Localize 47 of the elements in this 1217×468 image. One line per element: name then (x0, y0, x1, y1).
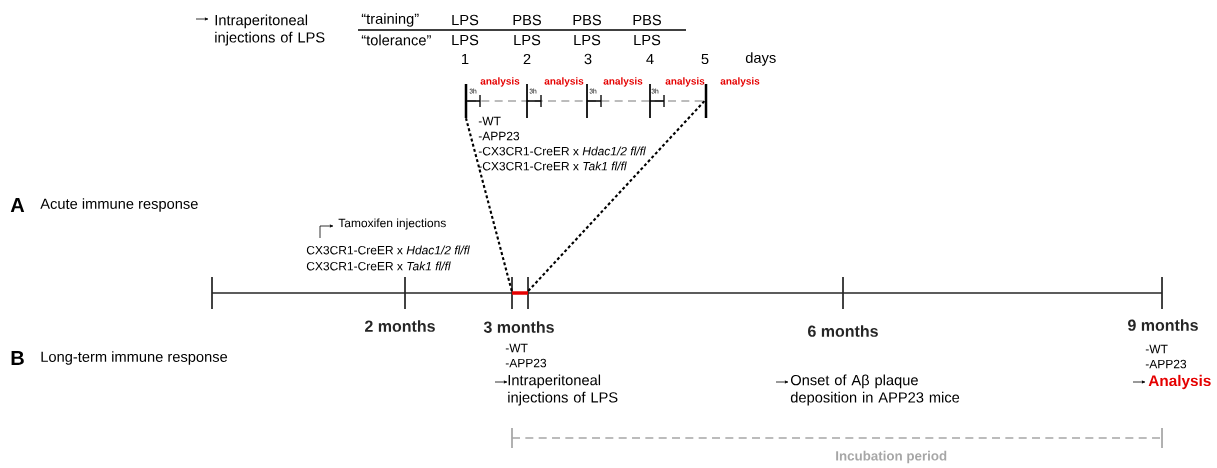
label-text: LPS (514, 34, 541, 46)
label-text: Intraperitoneal injections of LPS (508, 374, 618, 406)
day-tick (704, 84, 708, 118)
label-text: -APP23 (505, 358, 547, 368)
label-text: -WT (505, 343, 528, 353)
analysis-label: analysis (544, 77, 584, 87)
label-text: LPS (452, 14, 479, 26)
label-text: -CX3CR1-CreER x Tak1 fl/fl (478, 161, 627, 171)
label-text: Long-term immune response (41, 351, 228, 365)
dotted-connector (527, 100, 706, 292)
label-text: LPS (574, 34, 601, 46)
label-text: “training” (361, 13, 419, 27)
label-text: -WT (1145, 344, 1168, 354)
label-text: 4 (646, 53, 654, 65)
label-text: 2 (523, 53, 531, 65)
label-text: 3 (584, 53, 592, 65)
label-text: Acute immune response (40, 198, 198, 212)
label-text: Tamoxifen injections (338, 218, 446, 230)
label-text: PBS (633, 14, 661, 26)
label-text: Intraperitoneal injections of LPS (215, 14, 325, 46)
panel-letter: B (11, 351, 24, 365)
label-text: Onset of Aβ plaque deposition in APP23 mice (790, 374, 960, 406)
day-tick (464, 84, 468, 118)
highlight-segment (512, 291, 528, 295)
label-text: CX3CR1-CreER x Tak1 fl/fl (306, 261, 451, 271)
analysis-label: analysis (665, 77, 705, 87)
label-text: -APP23 (1145, 359, 1187, 369)
analysis-label: analysis (603, 77, 643, 87)
analysis-label: Analysis (1148, 374, 1211, 390)
label-text: -CX3CR1-CreER x Hdac1/2 fl/fl (478, 146, 646, 156)
timepoint-label: 6 months (808, 325, 878, 337)
timepoint-label: 9 months (1128, 319, 1198, 331)
timepoint-label: 2 months (365, 320, 435, 332)
label-text: CX3CR1-CreER x Hdac1/2 fl/fl (306, 245, 470, 255)
label-text: LPS (452, 34, 479, 46)
period-label: Incubation period (836, 450, 947, 464)
analysis-label: analysis (720, 77, 760, 87)
label-text: 5 (701, 53, 709, 65)
analysis-label: analysis (480, 77, 520, 87)
panel-letter: A (10, 198, 25, 212)
dotted-connector (465, 118, 513, 292)
label-text: -WT (478, 116, 501, 126)
label-text: 1 (462, 53, 469, 65)
label-text: PBS (573, 14, 601, 26)
label-text: PBS (513, 14, 541, 26)
label-text: LPS (634, 34, 661, 46)
label-text: -APP23 (478, 131, 520, 141)
